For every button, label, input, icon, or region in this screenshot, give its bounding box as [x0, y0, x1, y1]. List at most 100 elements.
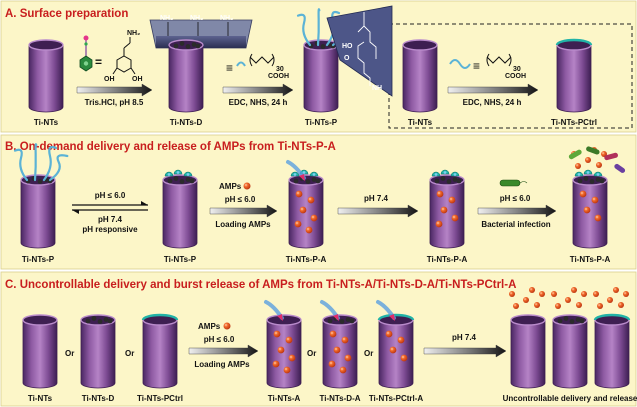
tube-body: [22, 319, 58, 389]
dopamine-deposit: [577, 178, 583, 184]
label-a-ti-nts: Ti-NTs: [34, 118, 59, 127]
dopamine-deposit: [185, 44, 191, 49]
tube-b-ti-nts-p-a-3: [571, 147, 608, 249]
released-amp: [513, 303, 519, 309]
peg-chain-2: [486, 53, 512, 67]
or-2: Or: [125, 349, 134, 358]
polymer-cap-bead: [176, 171, 180, 174]
section-c-title: C. Uncontrollable delivery and burst rel…: [5, 279, 516, 291]
released-amp: [576, 302, 582, 308]
amps-label-c: AMPs: [198, 322, 221, 331]
label-c-ti-nts-pctrl: Ti-NTs-PCtrl: [137, 394, 183, 403]
tube-body: [162, 179, 198, 249]
amp-particle: [594, 214, 602, 222]
rev-top-label: pH ≤ 6.0: [95, 191, 126, 200]
dopamine-nh2: NH₂: [127, 30, 140, 37]
amp-particle: [385, 330, 393, 338]
amp-particle: [328, 360, 336, 368]
amp-stream-head: [389, 314, 395, 321]
dopamine-deposit: [446, 179, 452, 184]
equals-sign: =: [95, 55, 102, 69]
polymer-cap-bead: [293, 173, 297, 176]
dopamine-deposit: [191, 42, 197, 47]
amp-particle: [305, 226, 313, 234]
amp-particle: [344, 354, 352, 362]
arrow-shape: [423, 344, 507, 358]
tube-opening: [22, 314, 58, 326]
arrow-shape: [477, 204, 557, 218]
arrow-loading-b: [209, 204, 278, 218]
tube-c-ti-nts-d: [80, 314, 116, 389]
arrow-edc-2: [447, 83, 539, 97]
ph74-label-b: pH 7.4: [364, 194, 389, 203]
polymer-brush: [296, 13, 312, 47]
amp-particle: [285, 336, 293, 344]
label-c-final: Uncontrollable delivery and release: [503, 394, 637, 403]
polymer-cap-bead: [167, 173, 171, 176]
released-amp: [593, 291, 599, 297]
amp-particle: [288, 354, 296, 362]
tube-c-ti-nts-a: [264, 300, 302, 389]
released-amp: [597, 303, 603, 309]
tube-a-ti-nts-ctrl: [402, 39, 438, 113]
released-amp: [571, 287, 577, 293]
peg-chain-1: [249, 53, 275, 67]
amp-particle: [397, 336, 405, 344]
arrow-loading-c: [188, 344, 259, 358]
tube-b-ti-nts-p-2: [162, 169, 198, 249]
peg-cooh-2: COOH: [505, 73, 526, 80]
dopamine-deposit: [293, 178, 299, 184]
or-4: Or: [364, 349, 373, 358]
label-b-ti-nts-p-a-1: Ti-NTs-P-A: [286, 255, 327, 264]
peg-n-2: 30: [513, 66, 521, 73]
label-b-ti-nts-p-1: Ti-NTs-P: [22, 255, 55, 264]
peg-cooh-1: COOH: [268, 73, 289, 80]
polymer-cap-bead: [434, 173, 438, 176]
label-a-ti-nts-p: Ti-NTs-P: [305, 118, 338, 127]
rev-bottom-label-2: pH responsive: [82, 225, 138, 234]
tube-b-ti-nts-p-1: [13, 143, 69, 249]
amp-particle: [310, 214, 318, 222]
arrow-tris-label: Tris.HCl, pH 8.5: [85, 98, 144, 107]
dopamine-deposit: [97, 319, 103, 324]
section-b-title: B. On-demand delivery and release of AMP…: [5, 141, 336, 153]
amp-particle: [591, 196, 599, 204]
dopamine-oh-left: OH: [104, 76, 115, 83]
infection-label-b: Bacterial infection: [481, 220, 550, 229]
label-a-ti-nts-ctrl: Ti-NTs: [408, 118, 433, 127]
amp-legend-ball-c: [223, 322, 231, 330]
tube-body: [510, 319, 546, 389]
dopamine-deposit: [452, 177, 458, 182]
dopamine-deposit: [579, 318, 585, 324]
tube-body: [28, 44, 64, 113]
arrow-shape: [76, 83, 153, 97]
mol-ho: HO: [342, 43, 353, 50]
ph60b-label-b: pH ≤ 6.0: [500, 194, 531, 203]
amp-particle: [283, 366, 291, 374]
released-amp: [607, 297, 613, 303]
dopamine-deposit: [434, 178, 440, 184]
tube-c-final-3: [593, 287, 631, 389]
tube-body: [429, 179, 465, 249]
amp-particle: [277, 346, 285, 354]
polymer-brush: [33, 143, 38, 182]
tube-b-ti-nts-p-a-1: [286, 160, 324, 249]
amp-particle: [451, 214, 459, 222]
label-c-ti-nts-pctrl-a: Ti-NTs-PCtrl-A: [369, 394, 424, 403]
polymer-brush: [42, 145, 58, 182]
tube-c-ti-nts-pctrl-a: [376, 300, 415, 389]
label-c-ti-nts-d-a: Ti-NTs-D-A: [319, 394, 360, 403]
released-amp: [618, 302, 624, 308]
tube-opening: [402, 39, 438, 51]
amp-particle: [294, 220, 302, 228]
label-b-ti-nts-p-2: Ti-NTs-P: [164, 255, 197, 264]
released-amp: [555, 303, 561, 309]
tube-body: [266, 319, 302, 389]
bacteria-icon: [499, 179, 528, 187]
control-dashed-box: [388, 23, 633, 129]
reversible-arrows: [72, 201, 148, 214]
released-amp: [509, 291, 515, 297]
dopamine-deposit: [179, 41, 185, 46]
dopamine-deposit: [103, 317, 109, 322]
released-amp: [585, 157, 591, 163]
